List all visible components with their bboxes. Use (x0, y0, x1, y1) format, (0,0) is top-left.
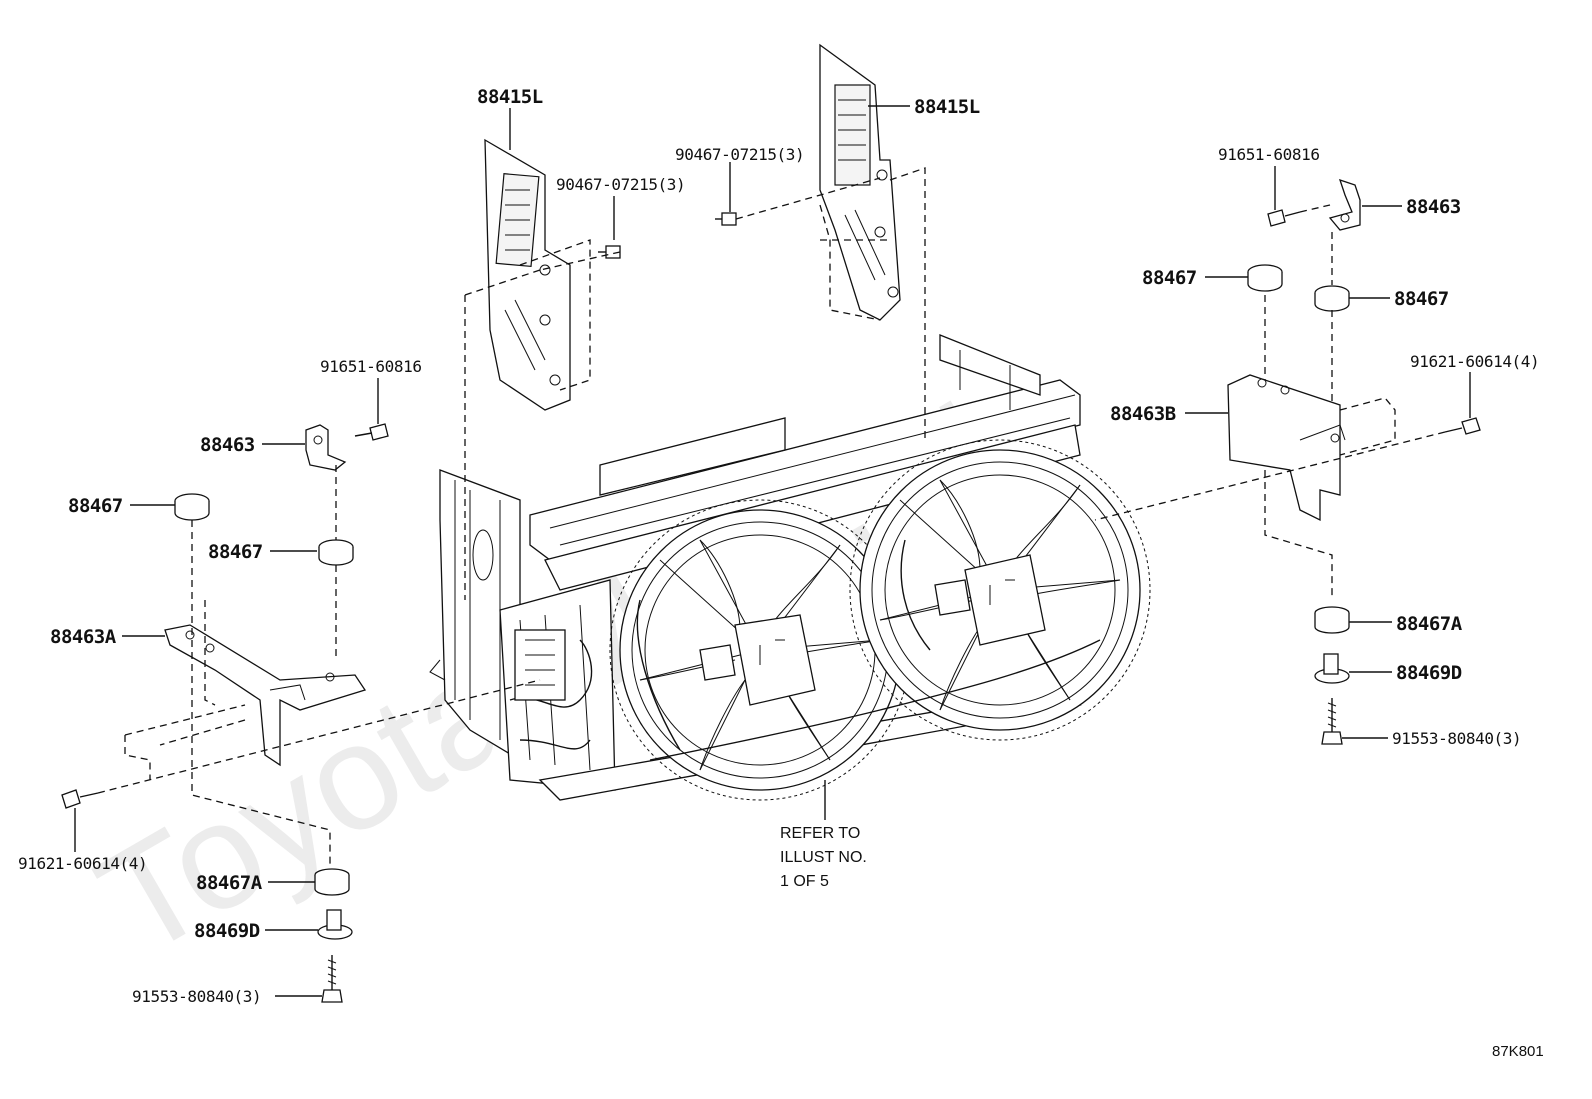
label-88463B: 88463B (1110, 403, 1176, 425)
clip-right (715, 212, 737, 226)
air-duct-left (484, 138, 571, 411)
label-90467-left: 90467-07215(3) (556, 175, 685, 194)
fan-right (849, 439, 1151, 741)
label-91621-right: 91621-60614(4) (1410, 352, 1539, 371)
cushion-88467-left-2 (318, 539, 354, 566)
refer-note: REFER TO ILLUST NO. 1 OF 5 (780, 825, 867, 890)
label-91553-left: 91553-80840(3) (132, 987, 261, 1006)
bolt-91553-left (321, 955, 343, 1003)
bolt-91621-right (1444, 417, 1481, 435)
cushion-88467-right-1 (1247, 264, 1283, 292)
label-91651-right: 91651-60816 (1218, 145, 1320, 164)
label-88467-left-1: 88467 (68, 495, 123, 517)
bracket-88463A (164, 624, 367, 767)
label-91651-left: 91651-60816 (320, 357, 422, 376)
cushion-88467A-left (314, 868, 350, 896)
cushion-88467-left-1 (174, 493, 210, 521)
label-88467-right-1: 88467 (1142, 267, 1197, 289)
label-88415L-right: 88415L (914, 96, 980, 118)
bracket-88463B (1227, 374, 1346, 522)
label-88467A-left: 88467A (196, 872, 263, 894)
refer-note-line-2: ILLUST NO. (780, 849, 867, 866)
collar-88469D-right (1314, 653, 1350, 684)
fan-left (609, 499, 911, 801)
label-91621-left: 91621-60614(4) (18, 854, 147, 873)
bolt-91621-left (61, 789, 99, 809)
label-88467A-right: 88467A (1396, 613, 1463, 635)
bolt-91651-right (1267, 209, 1301, 227)
label-88469D-right: 88469D (1396, 662, 1462, 684)
bolt-91651-left (354, 423, 389, 441)
figure-code: 87K801 (1492, 1043, 1544, 1060)
label-91553-right: 91553-80840(3) (1392, 729, 1521, 748)
refer-note-line-3: 1 OF 5 (780, 873, 829, 890)
label-88469D-left: 88469D (194, 920, 260, 942)
clip-left (598, 245, 621, 259)
leader-lines (74, 105, 1471, 997)
cushion-88467-right-2 (1314, 285, 1350, 312)
label-88463-left: 88463 (200, 434, 255, 456)
label-88463A: 88463A (50, 626, 117, 648)
bracket-88463-left (305, 424, 347, 471)
air-duct-right (819, 43, 901, 321)
bracket-88463-right (1328, 178, 1361, 231)
bolt-91553-right (1321, 698, 1343, 745)
refer-note-line-1: REFER TO (780, 825, 860, 842)
label-90467-right: 90467-07215(3) (675, 145, 804, 164)
label-88463-right: 88463 (1406, 196, 1461, 218)
label-88467-left-2: 88467 (208, 541, 263, 563)
label-88467-right-2: 88467 (1394, 288, 1449, 310)
label-88415L-left: 88415L (477, 86, 543, 108)
collar-88469D-left (317, 909, 353, 940)
cushion-88467A-right (1314, 606, 1350, 634)
fan-condenser-assembly (429, 334, 1151, 801)
callout-labels: 88415L 88415L 90467-07215(3) 90467-07215… (18, 86, 1540, 1006)
